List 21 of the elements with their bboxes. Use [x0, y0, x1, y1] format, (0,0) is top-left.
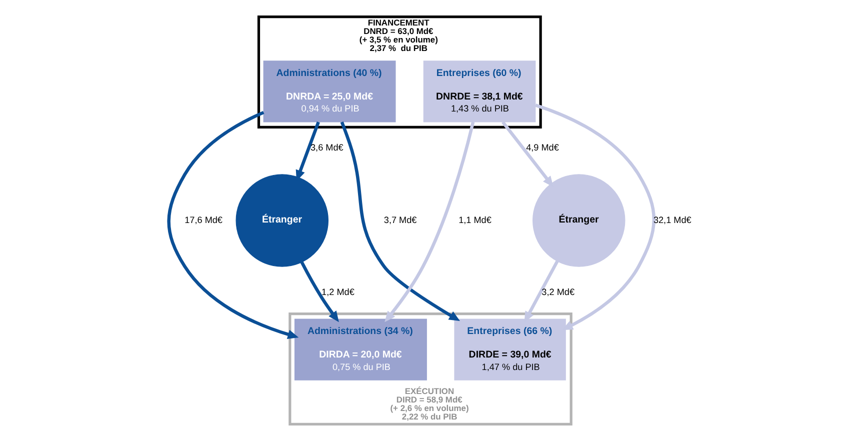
arrow — [384, 121, 475, 322]
edge-label: 1,2 Md€ — [322, 286, 354, 297]
edge-label: 3,2 Md€ — [542, 286, 575, 297]
arrow — [167, 110, 299, 338]
node-box: Entreprises (66 %) DIRDE = 39,0 Md€ 1,47 % du PIB — [454, 318, 566, 380]
arrow — [535, 103, 656, 330]
edge-label: 3,7 Md€ — [384, 214, 417, 224]
edge-label: 32,1 Md€ — [653, 214, 692, 224]
node-box: Entreprises (60 %) DNRDE = 38,1 Md€ 1,43 % du PIB — [423, 60, 536, 122]
node-box: Administrations (34 %) DIRDA = 20,0 Md€ 0,75 % du PIB — [294, 318, 427, 380]
arrow — [502, 120, 554, 187]
node-box: Administrations (40 %) DNRDA = 25,0 Md€ 0,94 % du PIB — [263, 60, 396, 122]
edge-label: 1,1 Md€ — [458, 214, 492, 224]
arrow — [340, 120, 460, 321]
arrow — [296, 121, 320, 181]
node-circle: Étranger — [236, 174, 328, 266]
arrow — [300, 260, 339, 322]
arrow — [524, 260, 559, 322]
edge-label: 17,6 Md€ — [184, 214, 222, 224]
edge-label: 4,9 Md€ — [526, 142, 559, 152]
edge-label: 3,6 Md€ — [310, 142, 344, 152]
